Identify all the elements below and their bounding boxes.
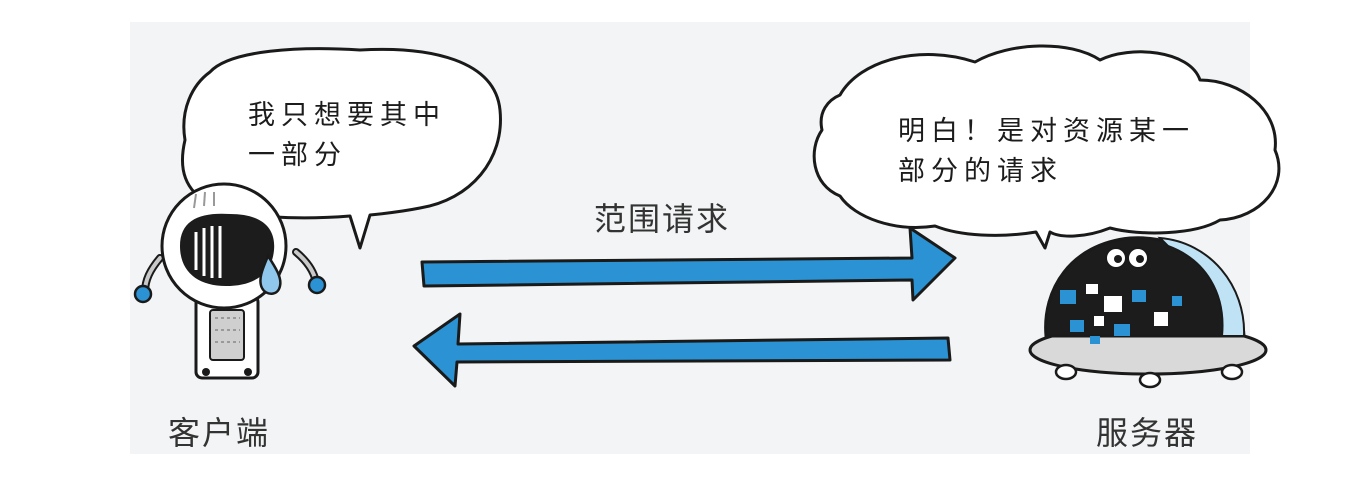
server-speech-text: 明白！是对资源某一 部分的请求 — [898, 116, 1195, 187]
server-label: 服务器 — [1096, 414, 1199, 452]
server-speech-bubble — [812, 44, 1281, 250]
request-arrow — [420, 226, 957, 302]
response-arrow — [412, 312, 952, 388]
client-label: 客户端 — [168, 414, 271, 452]
request-label: 范围请求 — [594, 200, 731, 238]
server-robot — [1028, 236, 1268, 389]
client-robot — [133, 182, 327, 380]
client-speech-text: 我只想要其中 一部分 — [248, 100, 446, 171]
